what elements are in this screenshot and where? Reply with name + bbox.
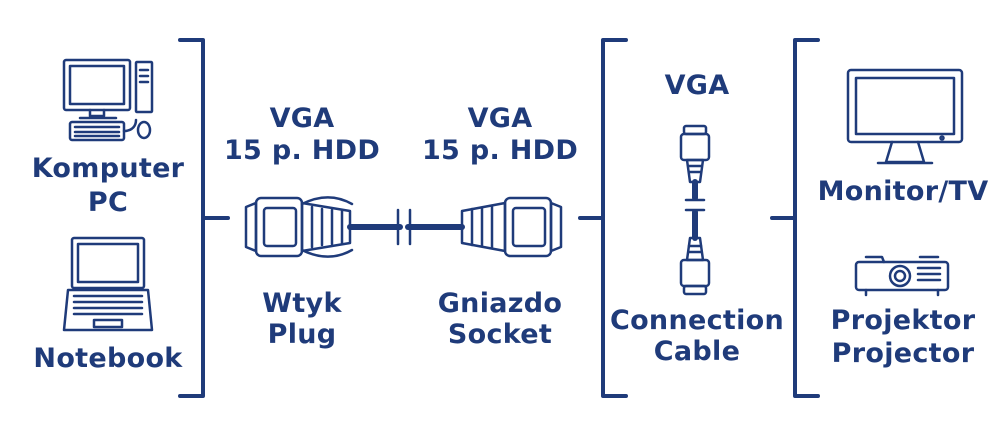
notebook-label: Notebook (33, 343, 183, 374)
vga-plug-connector-icon (244, 196, 354, 258)
projector-icon (854, 255, 950, 297)
left-bracket (178, 38, 230, 398)
plug-name-line2: Plug (267, 319, 337, 350)
cable-line (347, 208, 465, 246)
socket-name-line2: Socket (447, 319, 553, 350)
vga-cable-icon (679, 124, 711, 296)
socket-spec-line2: 15 p. HDD (421, 135, 579, 166)
projector-label-line2: Projector (831, 338, 975, 369)
middle-bracket (578, 38, 628, 398)
laptop-icon (62, 236, 154, 332)
projector-label-line1: Projektor (830, 305, 976, 336)
vga-socket-connector-icon (460, 196, 563, 258)
connection-label-line2: Cable (653, 336, 741, 367)
connection-label-line1: Connection (609, 305, 785, 336)
plug-name-line1: Wtyk (262, 288, 342, 319)
monitor-icon (846, 68, 964, 165)
desktop-computer-icon (62, 58, 154, 142)
connection-spec: VGA (664, 70, 730, 101)
right-bracket (770, 38, 820, 398)
computer-label-line2: PC (87, 187, 129, 218)
monitor-label: Monitor/TV (817, 176, 989, 207)
socket-spec-line1: VGA (467, 103, 533, 134)
plug-spec-line1: VGA (269, 103, 335, 134)
plug-spec-line2: 15 p. HDD (223, 135, 381, 166)
computer-label-line1: Komputer (31, 153, 185, 184)
socket-name-line1: Gniazdo (437, 288, 563, 319)
